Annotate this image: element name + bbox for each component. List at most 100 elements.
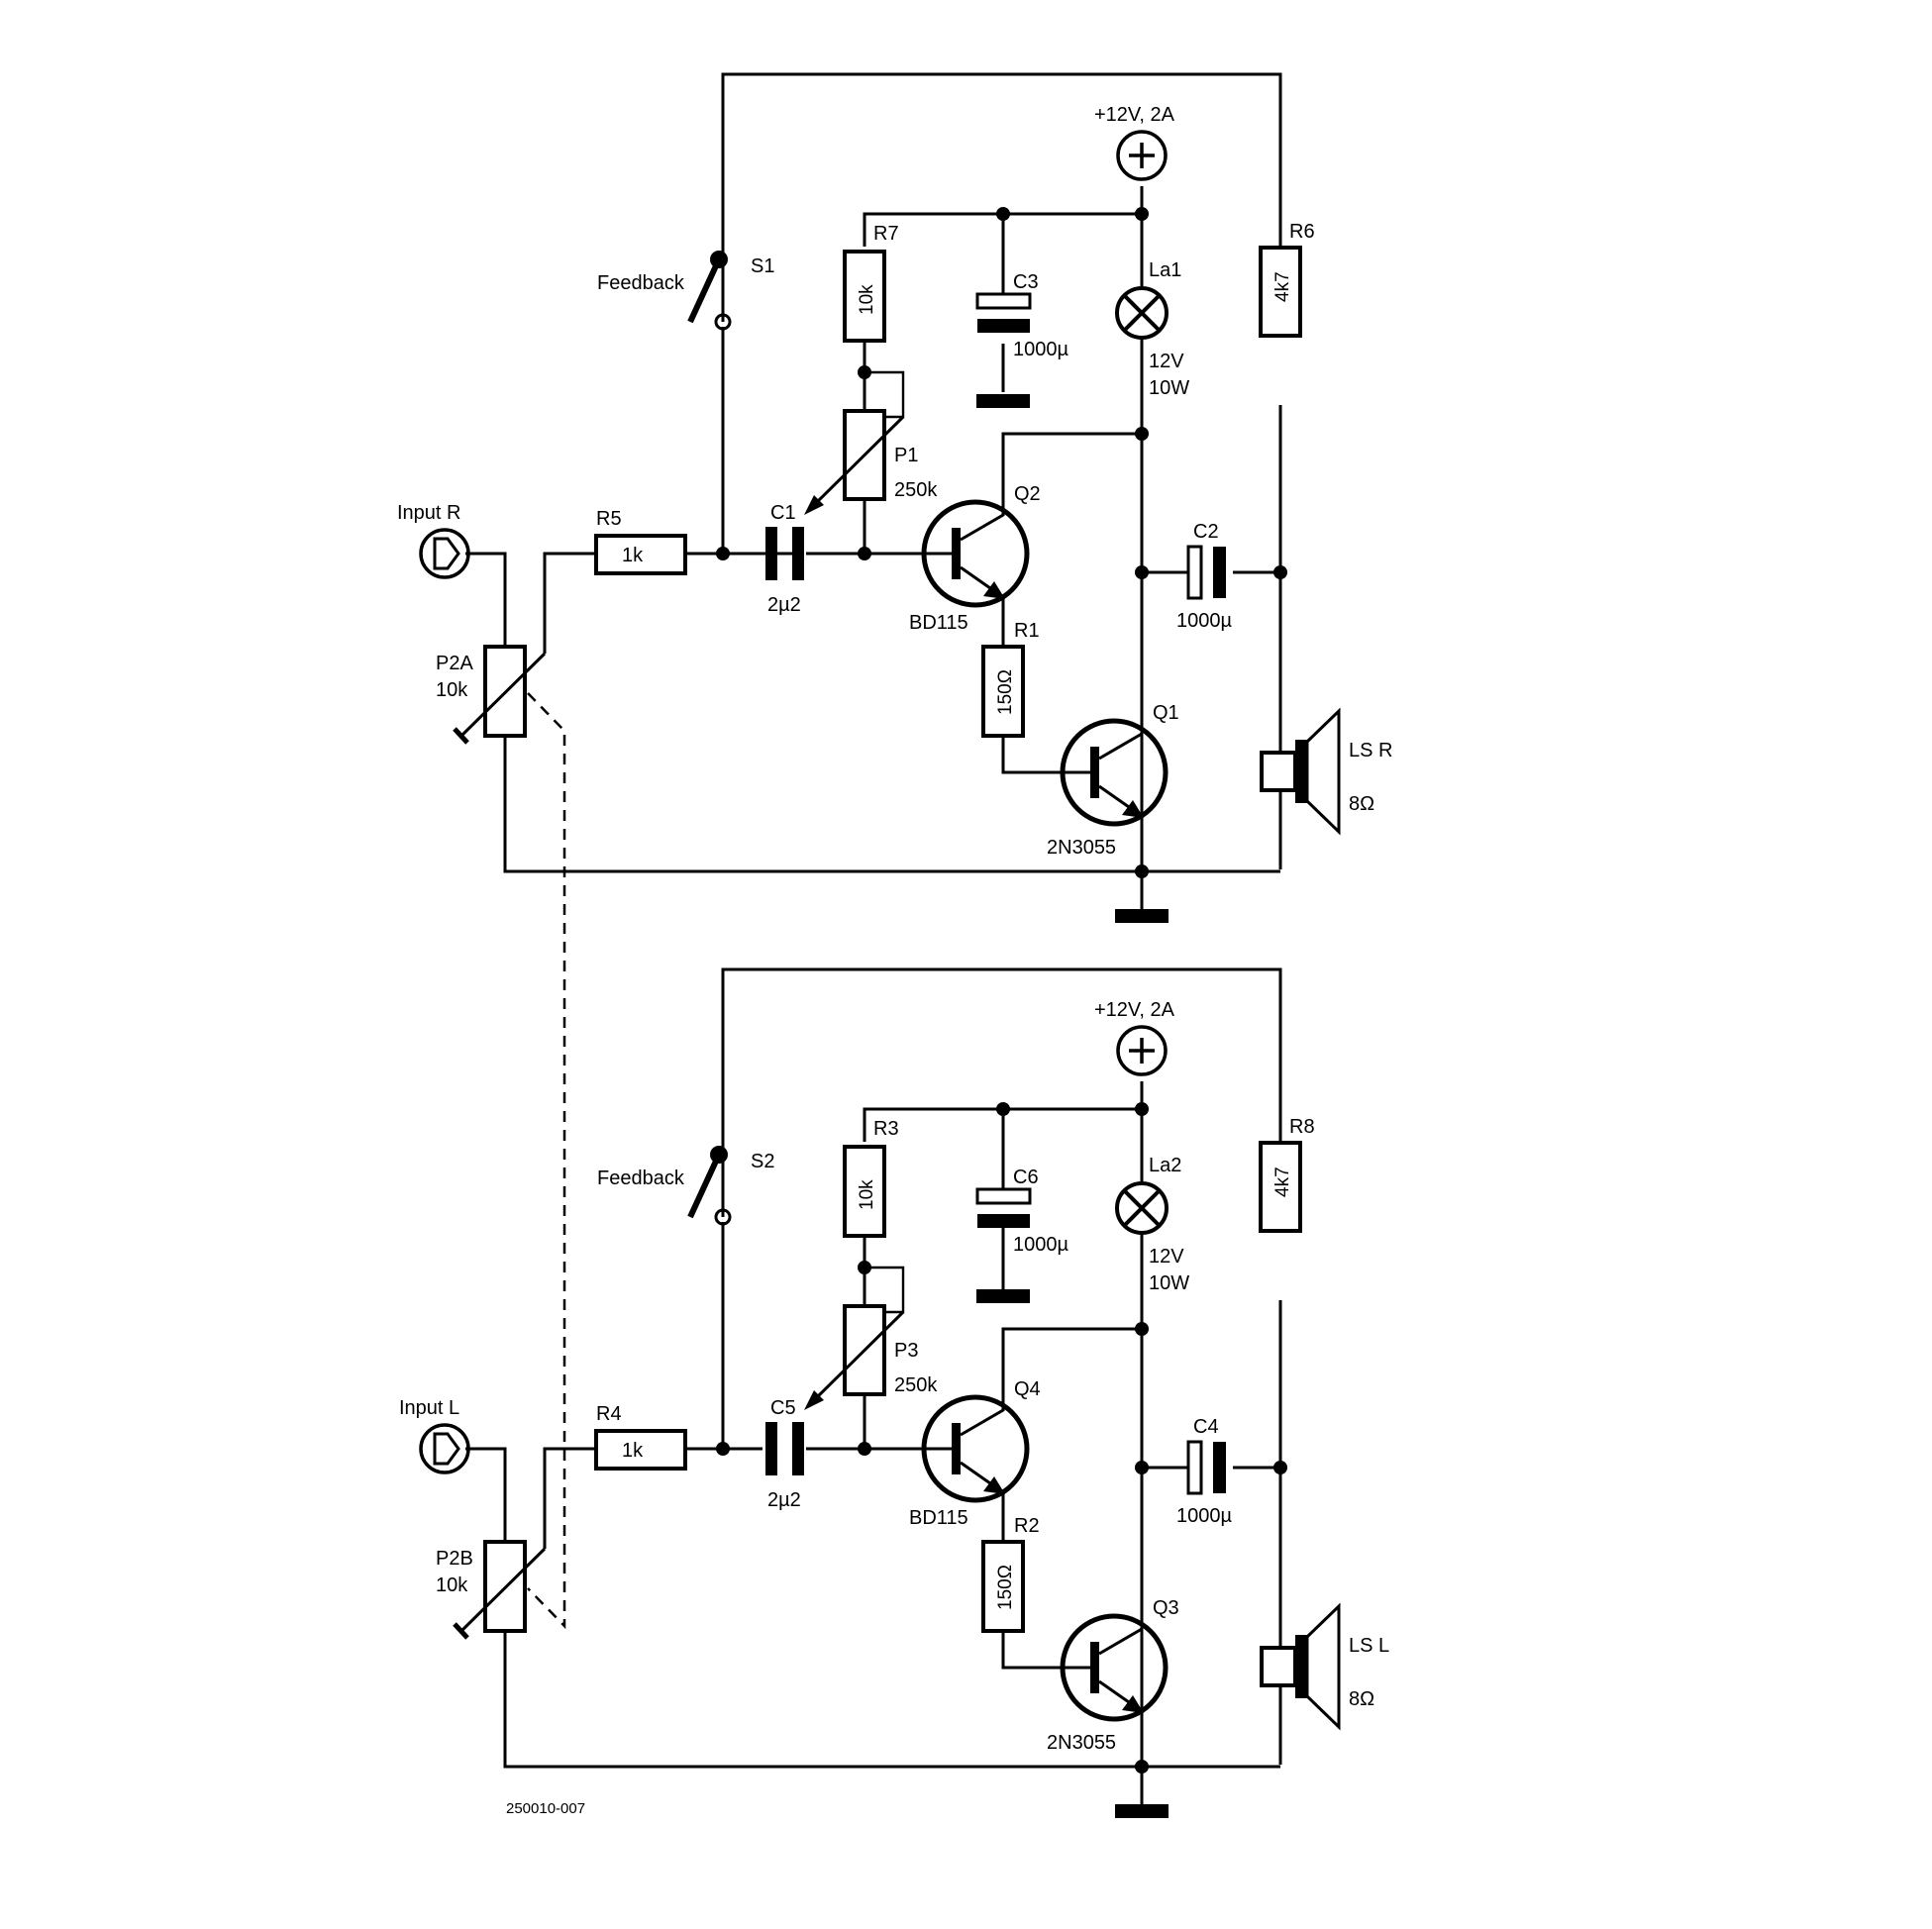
output-capacitor-ref: C2 — [1193, 521, 1219, 543]
feedback-resistor-ref: R8 — [1289, 1116, 1315, 1138]
power-transistor-ref: Q1 — [1153, 702, 1179, 724]
input-resistor-value: 1k — [622, 545, 644, 566]
supply-terminal — [1116, 1025, 1168, 1076]
power-transistor — [1060, 698, 1169, 869]
driver-transistor-ref: Q4 — [1014, 1378, 1041, 1400]
coupling-capacitor — [765, 1422, 804, 1475]
bias-trimmer — [804, 1304, 905, 1410]
input-resistor-ref: R4 — [596, 1403, 622, 1425]
speaker-value: 8Ω — [1349, 1688, 1374, 1710]
driver-transistor-type: BD115 — [909, 1507, 968, 1529]
wires — [465, 967, 1282, 1804]
supply-label: +12V, 2A — [1094, 104, 1175, 126]
power-transistor — [1060, 1593, 1169, 1765]
bias-resistor-ref: R7 — [873, 223, 899, 245]
switch-ref: S1 — [751, 255, 774, 277]
bias-trimmer-ref: P1 — [894, 445, 918, 466]
output-capacitor — [1186, 1440, 1226, 1495]
lamp-wattage: 10W — [1149, 377, 1189, 399]
lamp — [1115, 1181, 1169, 1235]
feedback-switch — [687, 1146, 732, 1226]
emitter-resistor — [981, 645, 1025, 738]
supply-capacitor — [975, 214, 1032, 408]
speaker — [1260, 707, 1341, 836]
feedback-resistor-ref: R6 — [1289, 221, 1315, 243]
supply-capacitor-value: 1000µ — [1013, 339, 1068, 360]
speaker-ref: LS L — [1349, 1635, 1389, 1657]
driver-transistor-ref: Q2 — [1014, 483, 1041, 505]
volume-pot — [453, 1540, 547, 1640]
lamp-ref: La1 — [1149, 259, 1181, 281]
volume-pot-ref: P2B — [436, 1548, 473, 1570]
bias-trimmer-ref: P3 — [894, 1340, 918, 1362]
supply-capacitor-value: 1000µ — [1013, 1234, 1068, 1256]
bias-resistor — [843, 250, 886, 343]
pot-gang-link — [527, 692, 566, 1630]
ground-symbol — [1115, 909, 1169, 923]
lamp-voltage: 12V — [1149, 351, 1184, 372]
feedback-switch — [687, 251, 732, 331]
bias-resistor-ref: R3 — [873, 1118, 899, 1140]
switch-ref: S2 — [751, 1151, 774, 1172]
emitter-resistor-ref: R1 — [1014, 620, 1040, 642]
output-capacitor-value: 1000µ — [1176, 1505, 1232, 1527]
bias-trimmer — [804, 409, 905, 515]
bias-trimmer-value: 250k — [894, 1374, 938, 1396]
supply-terminal — [1116, 130, 1168, 181]
volume-pot-value: 10k — [436, 679, 468, 701]
input-jack — [419, 1423, 470, 1474]
emitter-resistor-ref: R2 — [1014, 1515, 1040, 1537]
input-jack — [419, 528, 470, 579]
lamp — [1115, 286, 1169, 340]
feedback-resistor-value: 4k7 — [1272, 1167, 1293, 1197]
coupling-capacitor — [765, 527, 804, 580]
lamp-ref: La2 — [1149, 1155, 1181, 1176]
input-label: Input R — [397, 502, 460, 524]
ground-symbol — [1115, 1804, 1169, 1818]
lamp-voltage: 12V — [1149, 1246, 1184, 1268]
emitter-resistor — [981, 1540, 1025, 1633]
speaker — [1260, 1602, 1341, 1731]
power-transistor-ref: Q3 — [1153, 1597, 1179, 1619]
coupling-capacitor-ref: C5 — [770, 1397, 796, 1419]
diagram-code: 250010-007 — [506, 1800, 585, 1817]
speaker-value: 8Ω — [1349, 793, 1374, 815]
lamp-wattage: 10W — [1149, 1272, 1189, 1294]
output-capacitor-value: 1000µ — [1176, 610, 1232, 632]
bias-trimmer-value: 250k — [894, 479, 938, 501]
bias-resistor — [843, 1145, 886, 1238]
junctions — [716, 207, 1287, 878]
supply-capacitor-ref: C3 — [1013, 271, 1039, 293]
emitter-resistor-value: 150Ω — [995, 669, 1016, 715]
switch-label: Feedback — [597, 1168, 685, 1189]
input-resistor-ref: R5 — [596, 508, 622, 530]
volume-pot — [453, 645, 547, 745]
emitter-resistor-value: 150Ω — [995, 1565, 1016, 1610]
channel-left: +12V, 2A Feedback S2 10k R3 C6 1000µ La2… — [399, 967, 1389, 1818]
input-resistor-value: 1k — [622, 1440, 644, 1462]
coupling-capacitor-ref: C1 — [770, 502, 796, 524]
output-capacitor-ref: C4 — [1193, 1416, 1219, 1438]
speaker-ref: LS R — [1349, 740, 1392, 761]
switch-label: Feedback — [597, 272, 685, 294]
feedback-resistor-value: 4k7 — [1272, 271, 1293, 302]
driver-transistor — [921, 1375, 1030, 1503]
power-transistor-type: 2N3055 — [1047, 1732, 1116, 1754]
supply-label: +12V, 2A — [1094, 999, 1175, 1021]
power-transistor-type: 2N3055 — [1047, 837, 1116, 859]
volume-pot-value: 10k — [436, 1574, 468, 1596]
driver-transistor — [921, 480, 1030, 608]
input-resistor — [594, 1429, 687, 1471]
coupling-capacitor-value: 2µ2 — [767, 594, 801, 616]
channel-right: +12V, 2A Feedback S1 10k R7 C3 1000µ La1 — [397, 72, 1392, 923]
volume-pot-ref: P2A — [436, 653, 473, 674]
driver-transistor-type: BD115 — [909, 612, 968, 634]
input-resistor — [594, 534, 687, 575]
supply-capacitor — [975, 1187, 1032, 1303]
feedback-resistor — [1259, 246, 1302, 338]
bias-resistor-value: 10k — [857, 284, 877, 315]
bias-resistor-value: 10k — [857, 1179, 877, 1210]
output-capacitor — [1186, 545, 1226, 600]
input-label: Input L — [399, 1397, 459, 1419]
